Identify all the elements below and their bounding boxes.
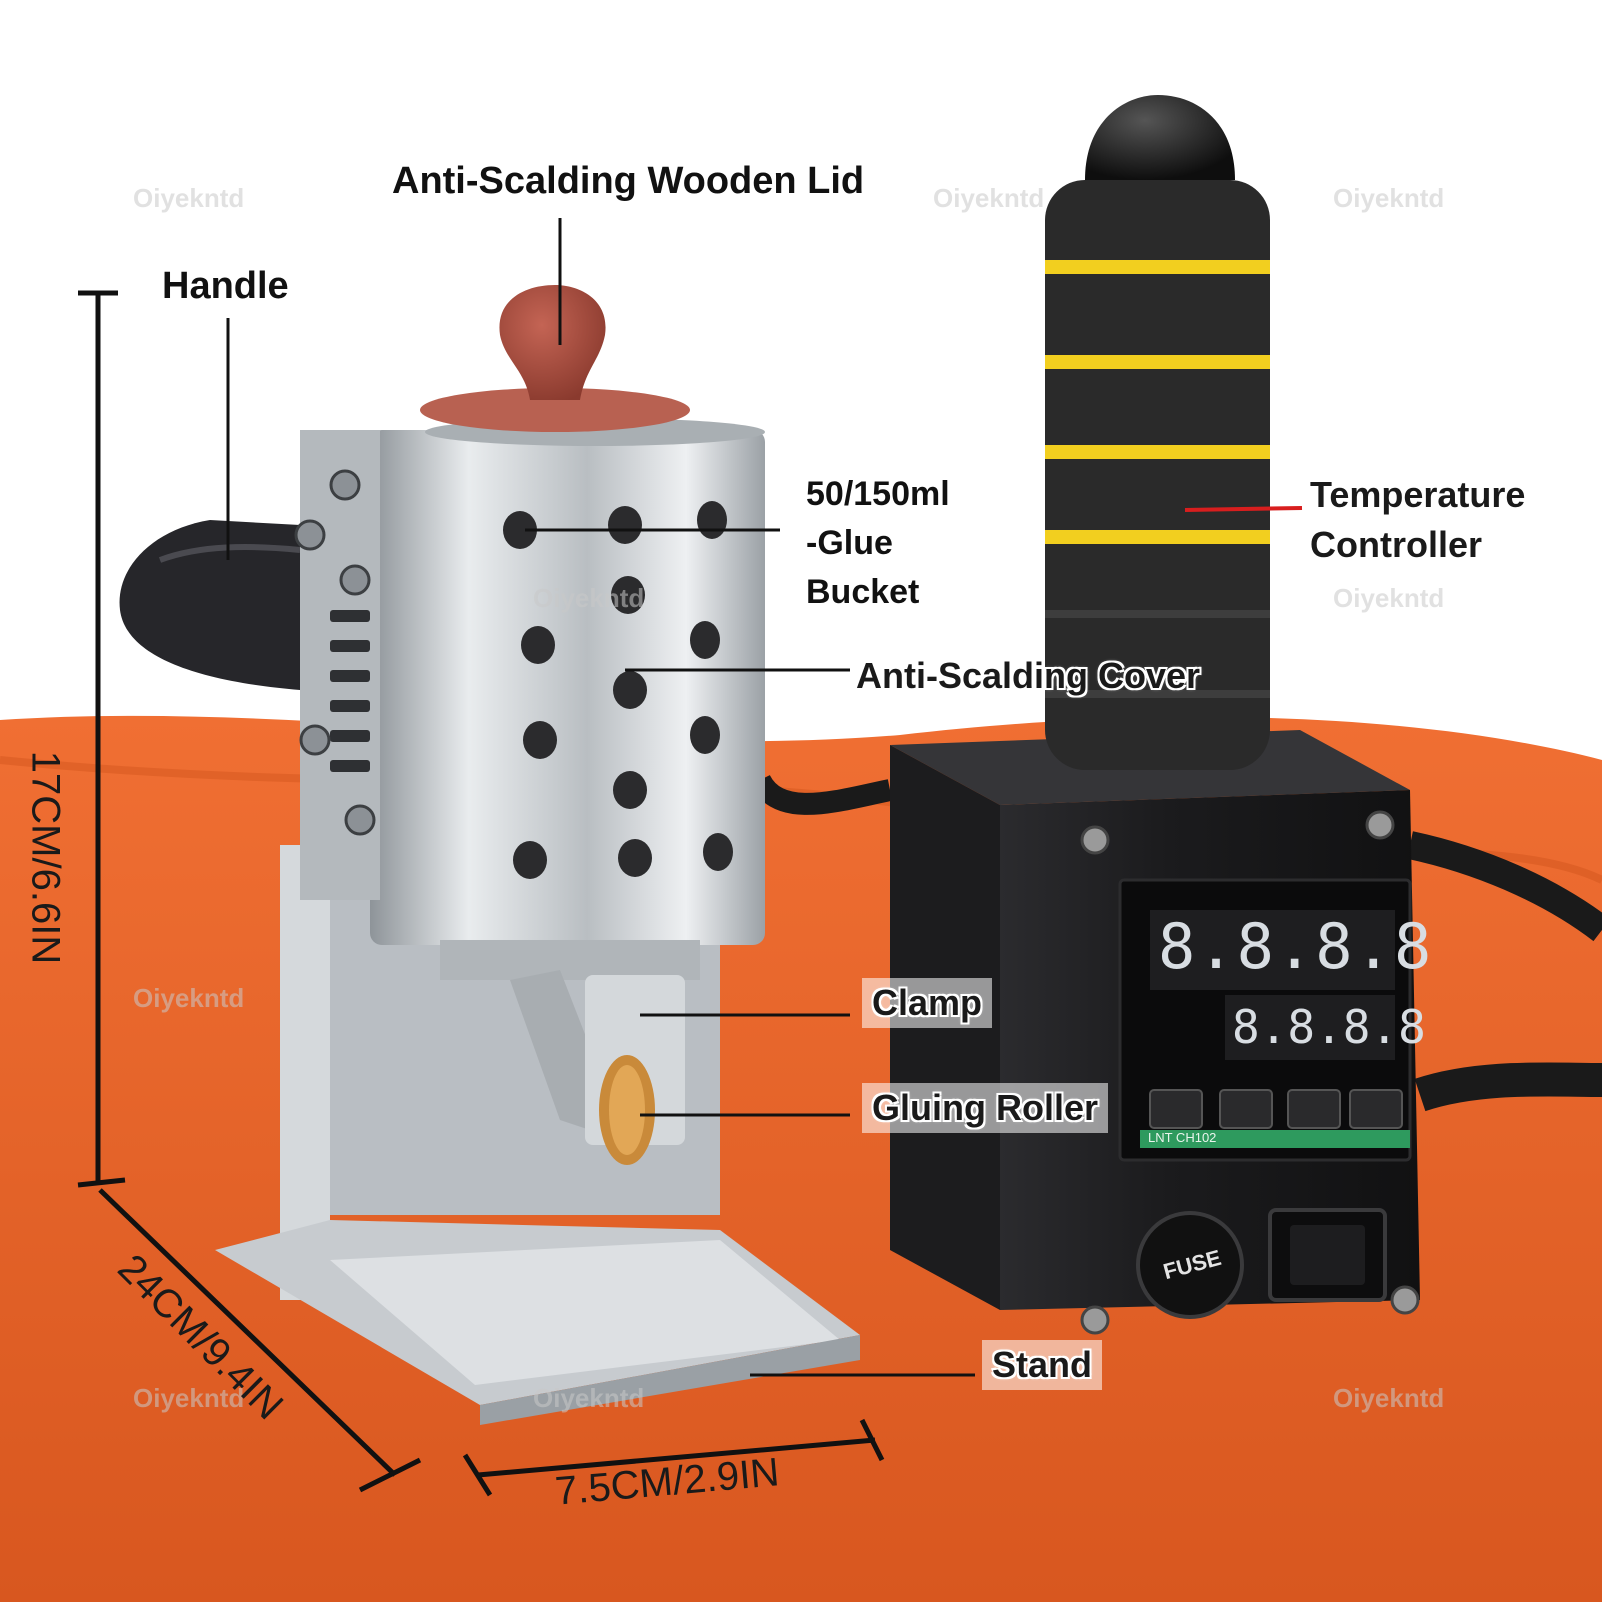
stand-label: Stand [982,1340,1103,1390]
display-bottom-readout: 8.8.8.8 [1232,1000,1426,1054]
watermark: Oiyekntd [533,583,645,613]
handle-label: Handle [162,265,289,307]
watermark: Oiyekntd [1333,183,1445,213]
panel-green-bar [1140,1130,1410,1148]
clamp-label: Clamp [862,978,993,1028]
controller-screws [1080,810,1420,1335]
model-label: LNT CH102 [1148,1130,1217,1145]
display-top-readout: 8.8.8.8 [1158,910,1434,983]
callout-lines [226,218,975,1377]
wooden-lid-label: Anti-Scalding Wooden Lid [392,160,865,202]
bucket-screws [294,469,376,836]
glue-bucket-body [370,430,765,945]
black-cable [750,774,893,815]
watermark: Oiyekntd [133,183,245,213]
height-dimension-label: 17CM/6.6IN [23,750,68,965]
clamp-arm [510,970,595,1130]
temperature-controller-label: Temperature Controller [1310,470,1525,570]
watermark: Oiyekntd [533,1383,645,1413]
anti-scalding-cover-label: Anti-Scalding Cover [856,655,1201,696]
gluing-roller-label: Gluing Roller [862,1083,1109,1133]
glue-bucket-label: 50/150ml -Glue Bucket [806,470,950,617]
width-dimension-line [462,1418,885,1497]
temperature-controller-label-line1: Temperature [1310,474,1526,515]
black-cable-right [1407,831,1602,942]
gluing-roller-wheel [599,1055,655,1165]
handle-grip [119,520,300,690]
black-cable-right-lower [1414,1062,1602,1112]
cover-holes [503,501,733,879]
glue-bucket-label-line3: Bucket [806,573,920,611]
clamp-block [440,940,700,980]
watermark: Oiyekntd [133,983,245,1013]
fuse-holder [1136,1211,1244,1319]
temperature-callout-line [1184,506,1303,512]
watermark: Oiyekntd [1333,583,1445,613]
temperature-controller-label-line2: Controller [1310,524,1483,565]
watermark: Oiyekntd [133,1383,245,1413]
watermark: Oiyekntd [1333,1383,1445,1413]
foam-grip [1045,180,1270,770]
panel-buttons [1149,1089,1403,1129]
watermark: Oiyekntd [933,183,1045,213]
wooden-lid-knob [499,285,606,400]
glue-bucket-label-line1: 50/150ml [806,475,950,513]
wooden-lid-disk [420,388,690,432]
display-bottom-window [1225,995,1395,1060]
height-dimension-line [77,290,126,1188]
length-dimension-line [98,1188,422,1493]
display-top-window [1150,910,1395,990]
glue-bucket-label-line2: -Glue [806,524,893,562]
black-knob-cap [1085,95,1235,180]
side-vents [330,610,370,772]
